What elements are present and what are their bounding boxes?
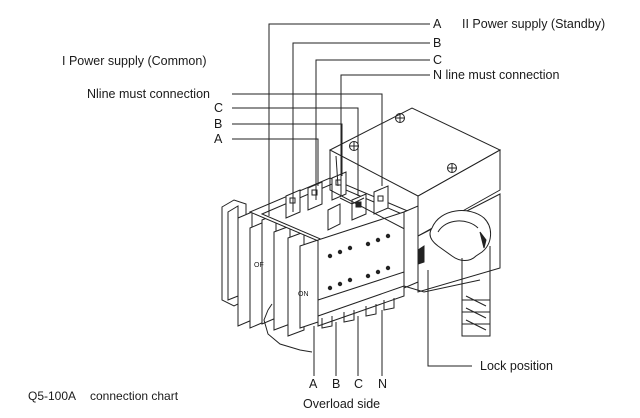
model-label: Q5-100A (28, 389, 77, 403)
standby-n-line-label: N line must connection (433, 68, 560, 82)
operating-handle (403, 193, 501, 337)
on-marking: ON (298, 291, 309, 298)
off-marking: OF (254, 262, 264, 269)
chart-title: connection chart (90, 389, 179, 403)
common-n-line-label: Nline must connection (87, 87, 210, 101)
common-phase-a-label: A (214, 132, 223, 146)
load-phase-c-label: C (354, 377, 364, 391)
motor-box (328, 107, 502, 237)
overload-side-label: Overload side (303, 397, 381, 411)
load-side-leaders (263, 303, 383, 376)
common-phase-c-label: C (214, 101, 224, 115)
standby-phase-c-label: C (433, 53, 443, 67)
switch-body (221, 171, 412, 337)
common-phase-b-label: B (214, 117, 223, 131)
load-phase-a-label: A (309, 377, 318, 391)
lock-position-leader (427, 270, 472, 367)
lock-position-label: Lock position (480, 359, 553, 373)
standby-leader-lines (268, 23, 430, 216)
standby-supply-title: II Power supply (Standby) (462, 17, 606, 31)
standby-phase-b-label: B (433, 36, 442, 50)
load-n-label: N (378, 377, 388, 391)
standby-phase-a-label: A (433, 17, 442, 31)
load-phase-b-label: B (332, 377, 341, 391)
common-supply-title: I Power supply (Common) (62, 54, 207, 68)
common-leader-lines (232, 93, 383, 196)
